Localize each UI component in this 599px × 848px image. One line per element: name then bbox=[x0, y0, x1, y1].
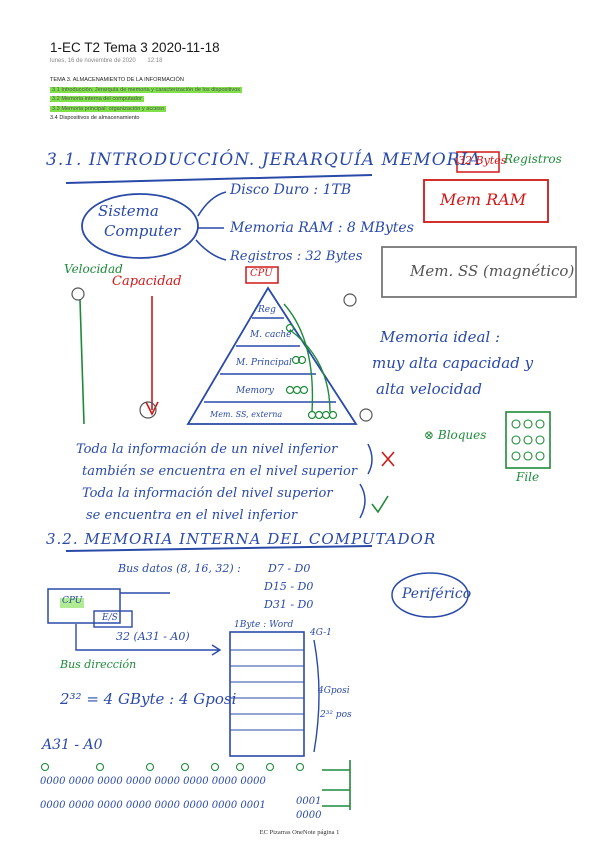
mem-ss-box: Mem. SS (magnético) bbox=[410, 262, 575, 280]
capacidad-label: Capacidad bbox=[112, 274, 182, 289]
registros-note: Registros bbox=[504, 152, 562, 166]
d31-label: D31 - D0 bbox=[264, 598, 314, 611]
pyramid-level: Mem. SS, externa bbox=[210, 410, 283, 419]
address-bus-lines: 32 (A31 - A0) bbox=[116, 630, 190, 643]
bus-direccion-label: Bus dirección bbox=[60, 658, 137, 671]
sistema-label: Sistema bbox=[98, 202, 159, 220]
toc-item: 3.4 Dispositivos de almacenamiento bbox=[50, 115, 140, 121]
file-label: File bbox=[516, 470, 540, 484]
statement-4: se encuentra en el nivel inferior bbox=[86, 508, 298, 523]
byte-word-label: 1Byte : Word bbox=[234, 620, 294, 630]
address-zero: 0000 bbox=[296, 810, 322, 821]
address-lines-label: A31 - A0 bbox=[42, 737, 103, 753]
binary-row: 0000 0000 0000 0000 0000 0000 0000 0000 bbox=[40, 776, 266, 787]
side-label-positions: 4Gposi bbox=[318, 686, 350, 696]
cpu-tag: CPU bbox=[250, 268, 273, 279]
periferico-label: Periférico bbox=[402, 586, 472, 602]
disco-duro-label: Disco Duro : 1TB bbox=[230, 182, 352, 198]
d15-label: D15 - D0 bbox=[264, 580, 314, 593]
page-time: 12:18 bbox=[147, 58, 163, 64]
velocidad-label: Velocidad bbox=[64, 262, 123, 276]
toc-item: 3.1 Introducción. Jerarquía de memoria y… bbox=[50, 86, 243, 93]
pyramid-level: M. Principal bbox=[236, 358, 292, 368]
page-date: lunes, 16 de noviembre de 2020 bbox=[50, 58, 136, 64]
es-label: E/S bbox=[102, 613, 118, 623]
ideal-line-1: Memoria ideal : bbox=[380, 328, 501, 346]
side-label-power: 2³² pos bbox=[320, 710, 352, 720]
registros-box: 32 Bytes bbox=[458, 154, 507, 167]
toc-item: TEMA 3. ALMACENAMIENTO DE LA INFORMACIÓN bbox=[50, 77, 184, 83]
memoria-ram-label: Memoria RAM : 8 MBytes bbox=[230, 220, 414, 236]
page-meta: lunes, 16 de noviembre de 2020 12:18 bbox=[50, 58, 162, 64]
toc-item: 3.2 Memoria interna del computador bbox=[50, 96, 144, 102]
table-of-contents: TEMA 3. ALMACENAMIENTO DE LA INFORMACIÓN… bbox=[50, 76, 243, 124]
bloques-label: ⊗ Bloques bbox=[424, 428, 487, 442]
bus-datos-label: Bus datos (8, 16, 32) : bbox=[118, 562, 241, 575]
page-footer: EC Pizarras OneNote página 1 bbox=[259, 829, 340, 836]
toc-item: 3.3 Memoria principal: organización y ac… bbox=[50, 105, 166, 112]
d7-label: D7 - D0 bbox=[268, 562, 311, 575]
statement-1: Toda la información de un nivel inferior bbox=[76, 442, 338, 457]
statement-3: Toda la información del nivel superior bbox=[82, 486, 333, 501]
pyramid-level: M. caché bbox=[250, 330, 292, 340]
pyramid-level: Memory bbox=[236, 386, 274, 396]
ideal-line-2: muy alta capacidad y bbox=[372, 354, 534, 372]
mem-ram-box: Mem RAM bbox=[440, 190, 527, 209]
page-title: 1-EC T2 Tema 3 2020-11-18 bbox=[50, 40, 220, 55]
computer-label: Computer bbox=[104, 222, 181, 240]
binary-row: 0000 0000 0000 0000 0000 0000 0000 0001 bbox=[40, 800, 266, 811]
registros-label: Registros : 32 Bytes bbox=[230, 249, 363, 264]
heading-introduccion: 3.1. INTRODUCCIÓN. JERARQUÍA MEMORIA bbox=[46, 150, 482, 170]
heading-memoria-interna: 3.2. MEMORIA INTERNA DEL COMPUTADOR bbox=[46, 530, 437, 548]
statement-2: también se encuentra en el nivel superio… bbox=[82, 464, 358, 479]
top-address-label: 4G-1 bbox=[310, 628, 332, 638]
cpu-box-label: CPU bbox=[62, 596, 83, 606]
ideal-line-3: alta velocidad bbox=[376, 380, 483, 398]
pyramid-level: Reg bbox=[258, 305, 276, 315]
capacity-formula: 2³² = 4 GByte : 4 Gposi bbox=[60, 690, 237, 708]
address-one: 0001 bbox=[296, 796, 322, 807]
